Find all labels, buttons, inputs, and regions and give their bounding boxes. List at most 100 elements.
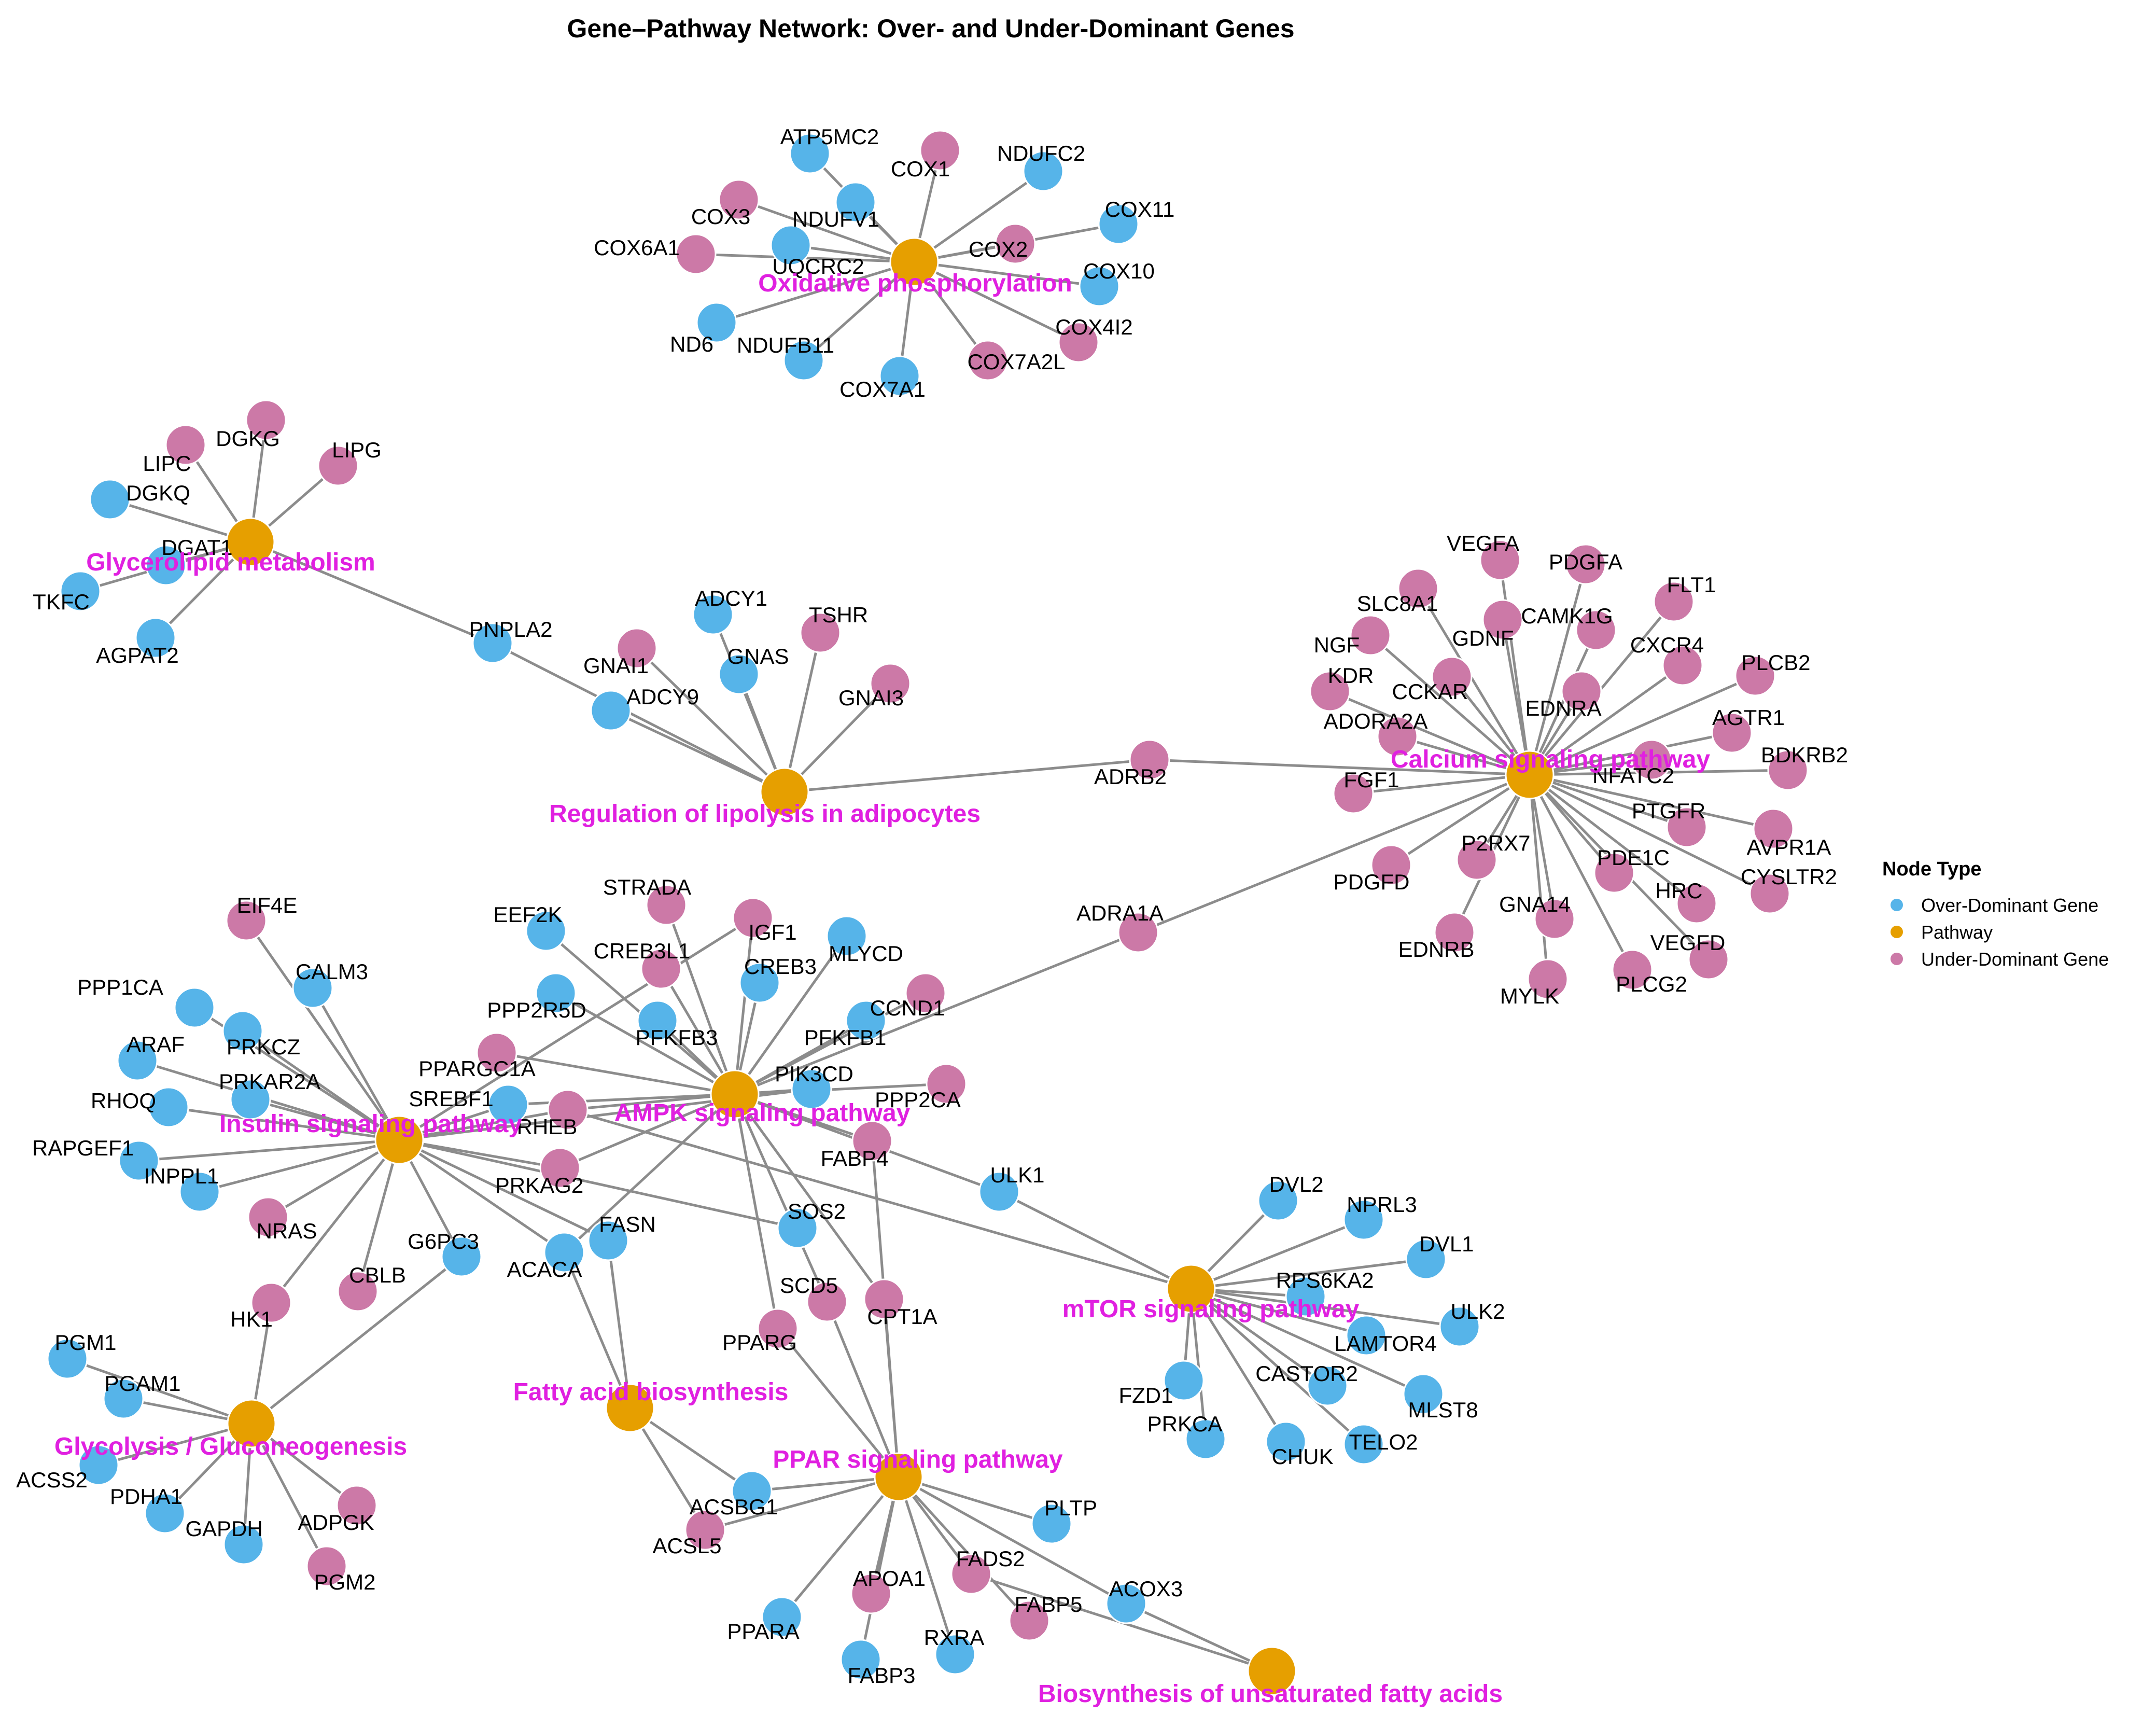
gene-node-pgm2[interactable]: [306, 1545, 347, 1587]
gene-node-ednrb[interactable]: [1434, 912, 1475, 953]
gene-node-avpr1a[interactable]: [1753, 808, 1794, 849]
gene-node-bdkrb2[interactable]: [1767, 749, 1809, 791]
pathway-node-glycerolipid[interactable]: [226, 517, 275, 567]
gene-node-hk1[interactable]: [250, 1282, 292, 1323]
gene-node-strada[interactable]: [646, 884, 687, 926]
pathway-node-glycolysis[interactable]: [227, 1399, 276, 1448]
pathway-node-lipolysis[interactable]: [760, 767, 809, 817]
gene-node-mlst8[interactable]: [1403, 1373, 1444, 1415]
gene-node-castor2[interactable]: [1307, 1365, 1348, 1406]
pathway-node-calcium[interactable]: [1505, 750, 1555, 800]
gene-node-mylk[interactable]: [1527, 958, 1569, 1000]
gene-node-apoa1[interactable]: [850, 1573, 892, 1614]
gene-node-adrb2[interactable]: [1129, 739, 1170, 781]
gene-node-gnai1[interactable]: [616, 628, 657, 669]
gene-node-mlycd[interactable]: [826, 915, 867, 957]
gene-node-uqcrc2[interactable]: [770, 225, 811, 266]
gene-node-adpgk[interactable]: [336, 1485, 377, 1526]
gene-node-eif4e[interactable]: [226, 900, 267, 941]
gene-node-dvl1[interactable]: [1405, 1238, 1447, 1280]
gene-node-gna14[interactable]: [1534, 898, 1575, 940]
gene-node-dgkg[interactable]: [245, 399, 287, 441]
gene-node-cox1[interactable]: [919, 130, 961, 171]
gene-node-adcy1[interactable]: [692, 594, 734, 635]
gene-node-lamtor4[interactable]: [1346, 1315, 1387, 1356]
gene-node-cox4i2[interactable]: [1058, 322, 1099, 363]
gene-node-ngf[interactable]: [1350, 615, 1391, 656]
gene-node-pfkfb3[interactable]: [637, 1000, 678, 1041]
gene-node-gdnf[interactable]: [1482, 599, 1523, 640]
pathway-node-fasyn[interactable]: [605, 1383, 655, 1433]
gene-node-acsl5[interactable]: [684, 1509, 726, 1551]
gene-node-agtr1[interactable]: [1711, 712, 1753, 754]
gene-node-fabp3[interactable]: [840, 1639, 881, 1680]
gene-node-acox3[interactable]: [1105, 1583, 1147, 1624]
gene-node-pdgfa[interactable]: [1565, 544, 1606, 585]
gene-node-prkcz[interactable]: [222, 1010, 263, 1052]
gene-node-ndufc2[interactable]: [1023, 150, 1064, 192]
gene-node-gapdh[interactable]: [223, 1524, 264, 1565]
gene-node-pgam1[interactable]: [103, 1378, 144, 1419]
gene-node-cox10[interactable]: [1079, 266, 1120, 307]
gene-node-cpt1a[interactable]: [863, 1278, 905, 1320]
gene-node-fasn[interactable]: [587, 1220, 629, 1261]
gene-node-atp5mc2[interactable]: [789, 133, 831, 174]
gene-node-creb3[interactable]: [739, 962, 780, 1004]
gene-node-nd6[interactable]: [696, 302, 737, 343]
gene-node-fabp5[interactable]: [1009, 1600, 1050, 1641]
gene-node-nras[interactable]: [247, 1196, 289, 1238]
gene-node-camk1g[interactable]: [1575, 609, 1617, 651]
gene-node-gnai3[interactable]: [870, 663, 911, 704]
gene-node-prkar2a[interactable]: [230, 1079, 271, 1120]
gene-node-pnpla2[interactable]: [472, 622, 513, 664]
gene-node-ppp1ca[interactable]: [174, 987, 215, 1028]
gene-node-araf[interactable]: [117, 1040, 158, 1081]
gene-node-dgkq[interactable]: [89, 479, 131, 520]
gene-node-pdgfd[interactable]: [1370, 844, 1412, 886]
gene-node-prkca[interactable]: [1185, 1418, 1226, 1460]
gene-node-nfatc2[interactable]: [1631, 739, 1672, 781]
gene-node-cox3[interactable]: [718, 179, 760, 220]
gene-node-cckar[interactable]: [1431, 656, 1473, 698]
gene-node-ndufv1[interactable]: [835, 182, 876, 223]
gene-node-acaca[interactable]: [543, 1232, 585, 1273]
gene-node-acss2[interactable]: [78, 1444, 119, 1486]
gene-node-telo2[interactable]: [1343, 1424, 1384, 1465]
gene-node-inppl1[interactable]: [179, 1171, 220, 1213]
gene-node-ptgfr[interactable]: [1666, 806, 1707, 848]
gene-node-srebf1[interactable]: [487, 1084, 529, 1125]
gene-node-pfkfb1[interactable]: [845, 1000, 887, 1041]
gene-node-igf1[interactable]: [732, 897, 774, 939]
gene-node-plcb2[interactable]: [1734, 655, 1776, 696]
gene-node-vegfd[interactable]: [1688, 939, 1729, 980]
gene-node-tshr[interactable]: [800, 612, 841, 653]
gene-node-pparg[interactable]: [757, 1308, 799, 1349]
gene-node-rhoq[interactable]: [148, 1086, 189, 1128]
gene-node-plcg2[interactable]: [1612, 949, 1653, 991]
gene-node-lipc[interactable]: [165, 424, 206, 466]
gene-node-cox6a1[interactable]: [675, 233, 717, 275]
gene-node-cox2[interactable]: [995, 223, 1036, 264]
pathway-node-insulin[interactable]: [374, 1115, 424, 1165]
gene-node-fabp4[interactable]: [851, 1120, 893, 1162]
gene-node-cox7a1[interactable]: [879, 355, 920, 397]
gene-node-fads2[interactable]: [950, 1553, 992, 1595]
gene-node-g6pc3[interactable]: [441, 1236, 482, 1277]
gene-node-rxra[interactable]: [934, 1634, 976, 1675]
gene-node-ccnd1[interactable]: [905, 972, 946, 1014]
gene-node-chuk[interactable]: [1265, 1421, 1307, 1462]
gene-node-pik3cd[interactable]: [791, 1068, 832, 1110]
gene-node-calm3[interactable]: [292, 967, 333, 1009]
gene-node-cblb[interactable]: [337, 1271, 379, 1312]
gene-node-adra1a[interactable]: [1117, 912, 1159, 953]
gene-node-rps6ka2[interactable]: [1285, 1276, 1326, 1317]
gene-node-agpat2[interactable]: [135, 617, 176, 659]
gene-node-ulk2[interactable]: [1439, 1306, 1480, 1347]
gene-node-pde1c[interactable]: [1593, 852, 1635, 894]
gene-node-adora2a[interactable]: [1377, 716, 1418, 757]
gene-node-ndufb11[interactable]: [783, 340, 824, 381]
gene-node-kdr[interactable]: [1309, 671, 1351, 712]
gene-node-flt1[interactable]: [1653, 581, 1695, 622]
gene-node-ulk1[interactable]: [978, 1171, 1020, 1213]
gene-node-ppargc1a[interactable]: [476, 1032, 517, 1074]
